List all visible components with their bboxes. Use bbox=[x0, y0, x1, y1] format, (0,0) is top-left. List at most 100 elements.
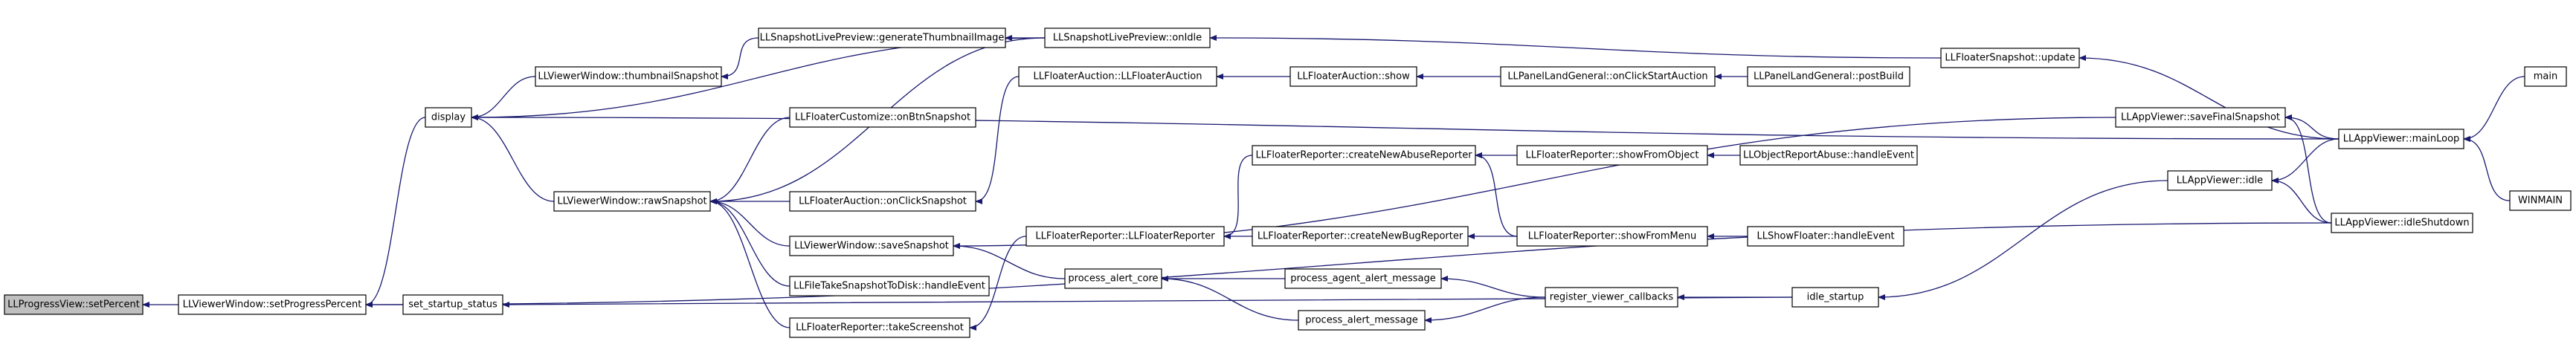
edge-filetake-to-rawsnap bbox=[709, 198, 790, 287]
node-label: LLFloaterAuction::show bbox=[1297, 71, 1410, 82]
graph-node-mainloop[interactable]: LLAppViewer::mainLoop bbox=[2338, 129, 2464, 149]
node-box bbox=[2338, 129, 2464, 149]
node-box bbox=[535, 66, 722, 87]
node-box bbox=[1064, 268, 1162, 289]
edge-regcb-to-agentalert bbox=[1440, 276, 1546, 298]
graph-node-rawsnap[interactable]: LLViewerWindow::rawSnapshot bbox=[553, 191, 711, 212]
graph-node-appidle[interactable]: LLAppViewer::idle bbox=[2167, 170, 2273, 191]
node-box bbox=[1044, 27, 1211, 48]
graph-node-auctionctor[interactable]: LLFloaterAuction::LLFloaterAuction bbox=[1018, 66, 1217, 87]
graph-node-postbuild[interactable]: LLPanelLandGeneral::postBuild bbox=[1747, 66, 1910, 87]
edge-regcb-to-alertmsg bbox=[1424, 296, 1546, 323]
node-box bbox=[1298, 310, 1426, 331]
graph-node-genthumb[interactable]: LLSnapshotLivePreview::generateThumbnail… bbox=[758, 27, 1006, 48]
edge-genthumb-to-thumbsnap bbox=[721, 37, 759, 80]
graph-node-createabuse[interactable]: LLFloaterReporter::createNewAbuseReporte… bbox=[1252, 145, 1476, 166]
graph-node-idlestart[interactable]: idle_startup bbox=[1791, 287, 1879, 308]
graph-node-takescreen[interactable]: LLFloaterReporter::takeScreenshot bbox=[789, 317, 970, 338]
node-label: LLShowFloater::handleEvent bbox=[1756, 231, 1894, 242]
node-box bbox=[1739, 145, 1918, 166]
edge-snapupdate-to-onidle bbox=[1209, 35, 1942, 59]
node-box bbox=[1516, 226, 1708, 247]
node-label: LLAppViewer::mainLoop bbox=[2343, 134, 2460, 145]
node-label: LLFloaterReporter::showFromMenu bbox=[1528, 231, 1696, 242]
edge-appidle-to-idlestart bbox=[1878, 180, 2168, 300]
graph-node-showfloater[interactable]: LLShowFloater::handleEvent bbox=[1747, 226, 1904, 247]
graph-node-main[interactable]: main bbox=[2524, 66, 2567, 87]
graph-node-createbug[interactable]: LLFloaterReporter::createNewBugReporter bbox=[1252, 226, 1469, 247]
graph-node-agentalert[interactable]: process_agent_alert_message bbox=[1284, 268, 1442, 289]
graph-node-display[interactable]: display bbox=[425, 107, 472, 128]
graph-node-alertcore[interactable]: process_alert_core bbox=[1064, 268, 1162, 289]
node-box bbox=[1500, 66, 1716, 87]
node-box bbox=[758, 27, 1006, 48]
node-label: LLPanelLandGeneral::onClickStartAuction bbox=[1507, 71, 1707, 82]
node-box bbox=[789, 236, 954, 256]
node-label: LLPanelLandGeneral::postBuild bbox=[1754, 71, 1904, 82]
node-box bbox=[1284, 268, 1442, 289]
graph-node-auctionshow[interactable]: LLFloaterAuction::show bbox=[1289, 66, 1417, 87]
graph-node-savesnap[interactable]: LLViewerWindow::saveSnapshot bbox=[789, 236, 954, 256]
graph-node-savefinal[interactable]: LLAppViewer::saveFinalSnapshot bbox=[2115, 107, 2286, 128]
graph-node-onidle[interactable]: LLSnapshotLivePreview::onIdle bbox=[1044, 27, 1211, 48]
graph-node-showobj[interactable]: LLFloaterReporter::showFromObject bbox=[1516, 145, 1708, 166]
node-label: LLSnapshotLivePreview::onIdle bbox=[1053, 33, 1202, 44]
edge-rawsnap-to-display bbox=[471, 114, 555, 202]
graph-node-showmenu[interactable]: LLFloaterReporter::showFromMenu bbox=[1516, 226, 1708, 247]
node-box bbox=[2115, 107, 2286, 128]
edge-alertmsg-to-alertcore bbox=[1161, 276, 1299, 321]
node-box bbox=[1252, 145, 1476, 166]
graph-node-custom[interactable]: LLFloaterCustomize::onBtnSnapshot bbox=[789, 107, 976, 128]
node-label: LLAppViewer::idle bbox=[2177, 175, 2263, 187]
node-box bbox=[1252, 226, 1469, 247]
node-box bbox=[789, 276, 990, 296]
graph-node-snapupdate[interactable]: LLFloaterSnapshot::update bbox=[1940, 48, 2080, 68]
node-box bbox=[178, 294, 367, 315]
node-box bbox=[1940, 48, 2080, 68]
edge-mainloop-to-appidle bbox=[2271, 138, 2340, 184]
node-label: LLViewerWindow::saveSnapshot bbox=[794, 241, 949, 252]
graph-node-startauction[interactable]: LLPanelLandGeneral::onClickStartAuction bbox=[1500, 66, 1716, 87]
graph-node-winmain[interactable]: WINMAIN bbox=[2509, 190, 2572, 211]
graph-node-setstartup[interactable]: set_startup_status bbox=[402, 294, 503, 315]
graph-node-setprogress[interactable]: LLViewerWindow::setProgressPercent bbox=[178, 294, 367, 315]
edge-idleshut-to-setprogress bbox=[365, 222, 2332, 308]
node-label: LLViewerWindow::thumbnailSnapshot bbox=[538, 71, 718, 82]
graph-node-auctionsnap[interactable]: LLFloaterAuction::onClickSnapshot bbox=[789, 191, 976, 212]
graph-node-regcb[interactable]: register_viewer_callbacks bbox=[1545, 287, 1678, 308]
node-label: LLFloaterAuction::onClickSnapshot bbox=[799, 196, 967, 207]
graph-node-setpercent[interactable]: LLProgressView::setPercent bbox=[4, 294, 144, 315]
node-label: LLFloaterSnapshot::update bbox=[1945, 53, 2075, 64]
node-box bbox=[425, 107, 472, 128]
edge-reporterctor-to-takescreen bbox=[969, 236, 1027, 331]
graph-node-objabuse[interactable]: LLObjectReportAbuse::handleEvent bbox=[1739, 145, 1918, 166]
edge-createabuse-to-reporterctor bbox=[1223, 155, 1253, 239]
graph-node-idleshut[interactable]: LLAppViewer::idleShutdown bbox=[2331, 213, 2473, 233]
node-label: LLFloaterReporter::showFromObject bbox=[1525, 150, 1698, 161]
node-label: LLFloaterReporter::takeScreenshot bbox=[796, 322, 964, 334]
node-box bbox=[2167, 170, 2273, 191]
node-label: LLSnapshotLivePreview::generateThumbnail… bbox=[760, 33, 1005, 44]
node-box bbox=[553, 191, 711, 212]
edge-savesnap-to-rawsnap bbox=[709, 198, 790, 247]
graph-node-alertmsg[interactable]: process_alert_message bbox=[1298, 310, 1426, 331]
node-box bbox=[789, 107, 976, 128]
node-label: process_agent_alert_message bbox=[1290, 273, 1435, 285]
graph-node-reporterctor[interactable]: LLFloaterReporter::LLFloaterReporter bbox=[1025, 226, 1225, 247]
edge-mainloop-to-display bbox=[471, 114, 2340, 140]
node-label: LLViewerWindow::rawSnapshot bbox=[557, 196, 706, 207]
node-label: LLAppViewer::idleShutdown bbox=[2334, 218, 2469, 229]
graph-node-thumbsnap[interactable]: LLViewerWindow::thumbnailSnapshot bbox=[535, 66, 722, 87]
node-box bbox=[1018, 66, 1217, 87]
node-box bbox=[402, 294, 503, 315]
node-label: process_alert_message bbox=[1305, 315, 1417, 326]
edge-mainloop-to-savefinal bbox=[2284, 114, 2340, 140]
edge-takescreen-to-rawsnap bbox=[709, 198, 790, 328]
graph-node-filetake[interactable]: LLFileTakeSnapshotToDisk::handleEvent bbox=[789, 276, 990, 296]
node-box bbox=[1747, 66, 1910, 87]
node-box bbox=[2331, 213, 2473, 233]
node-label: LLProgressView::setPercent bbox=[7, 299, 140, 311]
edge-auctionctor-to-auctionsnap bbox=[975, 76, 1020, 204]
edge-idleshut-to-appidle bbox=[2271, 178, 2332, 224]
